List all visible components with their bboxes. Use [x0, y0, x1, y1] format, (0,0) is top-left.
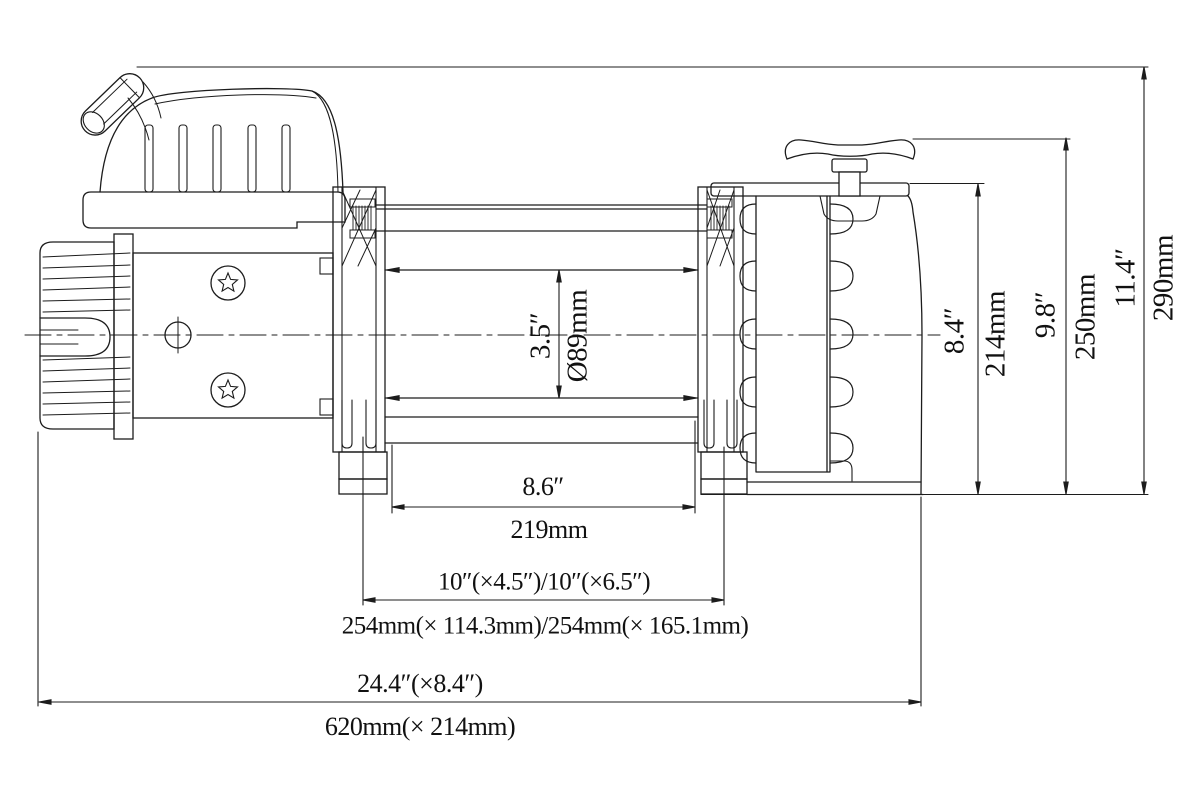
gear-housing-bolt-bosses [739, 203, 854, 464]
gear-housing-cover [829, 195, 923, 495]
dimension-height-290 [1141, 66, 1147, 495]
label-overall-length-inch: 24.4″(×8.4″) [357, 669, 483, 698]
label-drum-diameter-inch: 3.5″ [524, 312, 557, 360]
dimension-overall-length [37, 431, 922, 707]
label-drum-length-inch: 8.6″ [522, 472, 564, 501]
control-box-vents [144, 124, 291, 193]
extension-drum-length [391, 420, 696, 514]
center-bolt-hole [164, 316, 192, 354]
clutch-lever [80, 73, 162, 141]
label-overall-height-metric: 290mm [1147, 234, 1180, 322]
tie-bar-top [375, 204, 708, 232]
gear-housing-base [746, 481, 924, 496]
drum-support-left [332, 186, 388, 495]
control-box-base [82, 191, 346, 229]
dimension-drum-diameter [556, 269, 562, 399]
label-overall-length-metric: 620mm(× 214mm) [324, 712, 516, 741]
clutch-handle [784, 139, 916, 222]
control-box [80, 73, 346, 229]
label-frame-height-inch: 8.4″ [938, 307, 971, 355]
label-overall-height-inch: 11.4″ [1109, 248, 1142, 308]
baseline-and-extension [338, 493, 1149, 496]
motor-cap-notch [39, 317, 111, 357]
extension-bolt-pattern [362, 436, 725, 606]
label-bolt-pattern-inch: 10″(×4.5″)/10″(×6.5″) [437, 568, 651, 596]
gear-housing-top-plate [710, 182, 910, 197]
motor-end-cap [39, 233, 134, 440]
label-drum-length-metric: 219mm [510, 515, 588, 544]
dimension-bolt-pattern [362, 436, 725, 606]
dimension-height-214 [975, 183, 981, 495]
star-screw-bottom [210, 372, 246, 408]
label-frame-height-metric: 214mm [979, 290, 1012, 378]
rope-drum [384, 267, 699, 401]
label-drum-diameter-metric: Ø89mm [561, 289, 594, 383]
tie-bar-bottom [384, 416, 699, 444]
dimension-lines [37, 66, 1149, 707]
star-screw-top [210, 265, 246, 301]
label-handle-height-inch: 9.8″ [1029, 291, 1062, 339]
label-handle-height-metric: 250mm [1069, 273, 1102, 361]
dimension-height-250 [1063, 137, 1069, 495]
label-bolt-pattern-metric: 254mm(× 114.3mm)/254mm(× 165.1mm) [341, 612, 749, 640]
dimension-drum-length [391, 420, 696, 514]
extension-overall-length [37, 431, 922, 707]
clutch-handle-grip [784, 139, 916, 160]
